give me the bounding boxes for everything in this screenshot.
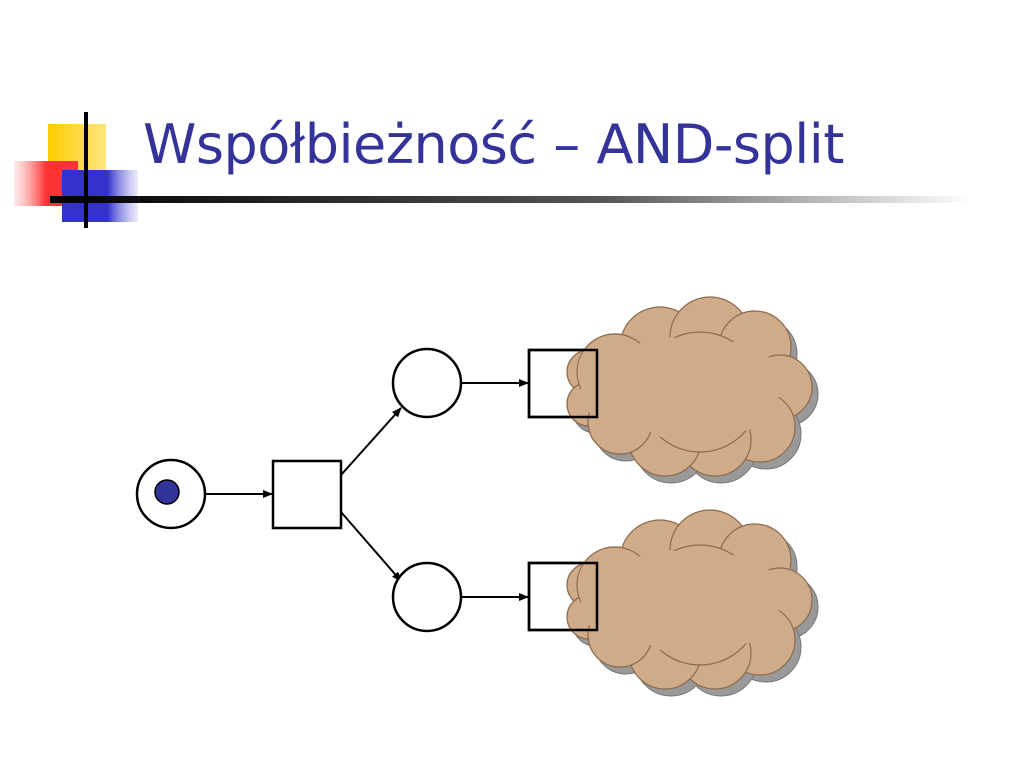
- title-decoration: [14, 112, 970, 228]
- arc-split-to-lower: [340, 511, 402, 582]
- place-lower: [391, 561, 463, 633]
- slide-title: Współbieżność – AND-split: [143, 113, 844, 176]
- transition-upper-outline: [527, 348, 599, 419]
- token: [154, 479, 180, 505]
- title-underline: [50, 196, 970, 203]
- place-upper: [391, 347, 463, 419]
- arc-split-to-upper: [340, 407, 402, 476]
- vertical-bar: [84, 112, 88, 228]
- transition-lower-outline: [527, 561, 599, 632]
- transition-and-split: [271, 459, 343, 530]
